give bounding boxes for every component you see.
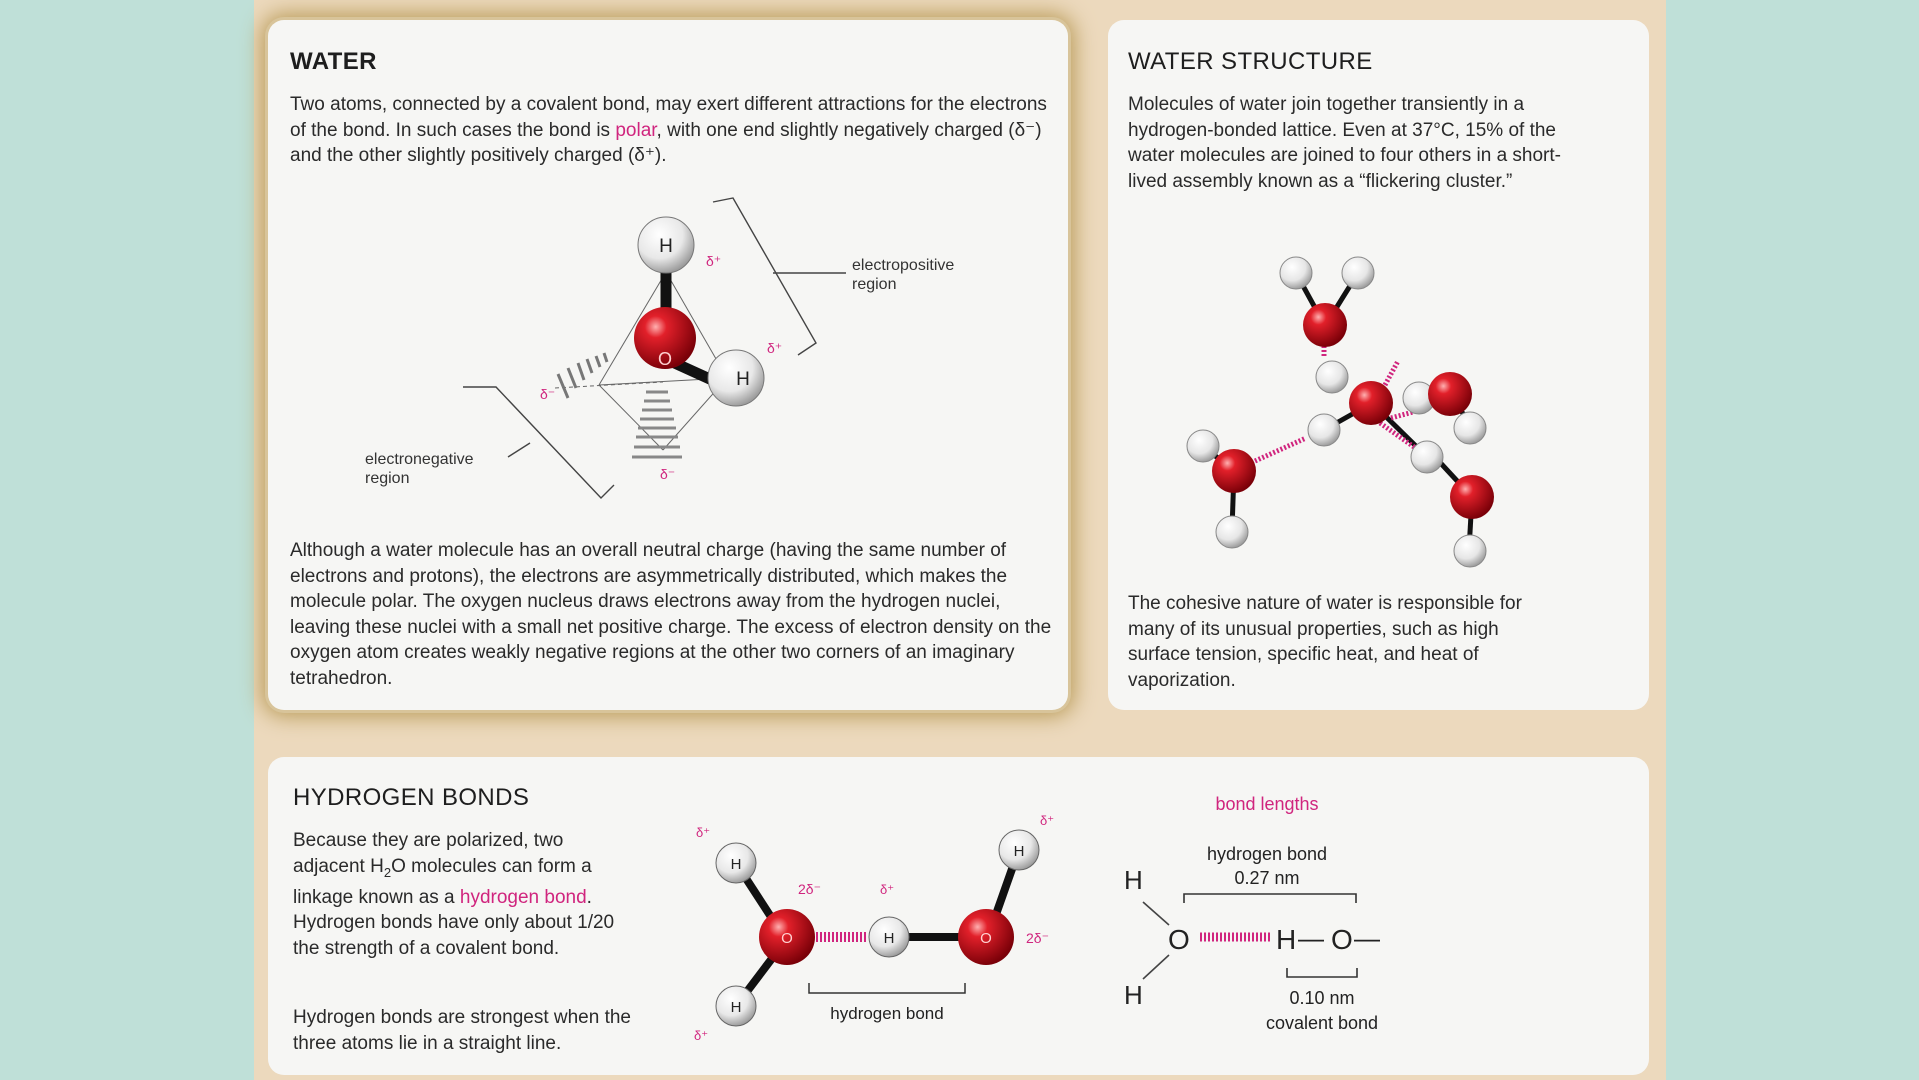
hbond-h-label-1: H <box>731 856 742 873</box>
polar-link[interactable]: polar <box>615 119 657 141</box>
atom-h-top-label: H <box>659 236 673 257</box>
bond-lengths-o-right: O <box>1331 924 1353 955</box>
water-structure-body: The cohesive nature of water is responsi… <box>1128 593 1522 691</box>
hydrogen-bond-link[interactable]: hydrogen bond <box>459 886 587 908</box>
bond-lengths-oh-bond-bottom <box>1142 954 1170 980</box>
hydrogen-bonds-para1: Because they are polarized, two adjacent… <box>293 828 638 961</box>
cluster-oxygen-atoms <box>1212 303 1494 519</box>
hbond-h-label-4: H <box>1014 843 1025 860</box>
bond-lengths-covalent-label: covalent bond <box>1266 1013 1378 1033</box>
hydrogen-bonds-para2: Hydrogen bonds are strongest when the th… <box>293 1007 631 1054</box>
lone-pair-left <box>556 352 609 399</box>
hydrogen-bond-diagram: H H H H O O δ⁺ δ⁺ δ⁺ δ⁺ 2δ⁻ 2δ⁻ hydrogen… <box>694 794 1380 1043</box>
hydrogen-atom-top <box>637 216 695 274</box>
water-title: WATER <box>290 48 377 75</box>
lone-pair-bottom <box>632 390 682 459</box>
hbond-h-middle <box>868 916 910 958</box>
electronegative-label: electronegative region <box>365 450 474 488</box>
hbond-delta-plus-2: δ⁺ <box>694 1028 708 1043</box>
oxygen-atom <box>634 307 696 369</box>
hbond-h-bottom-left <box>715 985 757 1027</box>
hbond-oxygen-right <box>958 909 1014 965</box>
bond-lengths-dash-2: — <box>1354 923 1380 953</box>
hydrogen-bonds-title: HYDROGEN BONDS <box>293 784 530 811</box>
atom-o-label: O <box>658 349 672 369</box>
water-molecule-diagram: H O H δ⁺ δ⁺ δ⁻ δ⁻ <box>463 197 846 500</box>
delta-minus-bottom: δ⁻ <box>660 466 675 482</box>
tetrahedron-lines <box>554 271 728 451</box>
hbond-2delta-minus-right: 2δ⁻ <box>1026 930 1049 946</box>
electronegative-label-line2: region <box>365 470 410 487</box>
bond-lengths-h-bottom: H <box>1124 980 1143 1010</box>
hbonds-para1-text-2: O molecules can form a linkage known as … <box>293 855 592 908</box>
water-structure-title: WATER STRUCTURE <box>1128 48 1373 75</box>
bond-lengths-heading: bond lengths <box>1215 794 1318 814</box>
water-body-text: Although a water molecule has an overall… <box>290 540 1052 689</box>
water-structure-intro: Molecules of water join together transie… <box>1128 94 1561 192</box>
hbond-h-label-3: H <box>884 930 895 947</box>
hbond-delta-plus-3: δ⁺ <box>880 882 894 897</box>
h2o-subscript: 2 <box>383 864 392 880</box>
bond-lengths-hbond-value: 0.27 nm <box>1234 868 1299 888</box>
cluster-hydrogen-atoms <box>1186 256 1487 568</box>
hbond-bracket-label: hydrogen bond <box>830 1004 943 1023</box>
water-intro-text-1: Two atoms, connected by a covalent bond,… <box>290 94 1047 141</box>
water-panel: WATER Two atoms, connected by a covalent… <box>268 20 1068 710</box>
hbond-delta-plus-4: δ⁺ <box>1040 813 1054 828</box>
bond-lengths-dash-1: — <box>1298 923 1324 953</box>
hbond-length-bracket <box>808 983 966 994</box>
water-structure-panel: WATER STRUCTURE Molecules of water join … <box>1108 20 1649 710</box>
hbond-h-top-left <box>715 842 757 884</box>
electropositive-label-line1: electropositive <box>852 257 955 274</box>
covalent-value-bracket <box>1286 968 1358 978</box>
flickering-cluster-diagram <box>1186 256 1494 568</box>
hbond-2delta-minus-left: 2δ⁻ <box>798 881 821 897</box>
hbond-h-label-2: H <box>731 999 742 1016</box>
bond-lengths-hbond-label: hydrogen bond <box>1207 844 1327 864</box>
hbond-o-label-2: O <box>980 930 992 947</box>
bond-lengths-o-left: O <box>1168 924 1190 955</box>
hbonds-para1-text-3: . Hydrogen bonds have only about 1/20 th… <box>293 886 615 959</box>
electronegative-label-line1: electronegative <box>365 451 474 468</box>
hydrogen-bonds-panel: HYDROGEN BONDS Because they are polarize… <box>268 757 1649 1075</box>
bond-lengths-h-top: H <box>1124 865 1143 895</box>
hydrogen-atom-right <box>707 349 765 407</box>
delta-plus-top: δ⁺ <box>706 253 721 269</box>
water-intro-text-2: , with one end slightly negatively charg… <box>290 119 1042 167</box>
hbond-h-top-right <box>998 829 1040 871</box>
electropositive-bracket <box>712 197 846 356</box>
electropositive-label: electropositive region <box>852 256 954 294</box>
hbond-o-label-1: O <box>781 930 793 947</box>
delta-plus-right: δ⁺ <box>767 340 782 356</box>
hbond-oxygen-left <box>759 909 815 965</box>
bond-lengths-covalent-value: 0.10 nm <box>1289 988 1354 1008</box>
atom-h-right-label: H <box>736 369 750 390</box>
bond-lengths-oh-bond-top <box>1142 901 1170 926</box>
water-intro: Two atoms, connected by a covalent bond,… <box>290 92 1055 169</box>
hbond-value-bracket <box>1183 893 1357 903</box>
bond-lengths-h-middle: H <box>1276 924 1296 955</box>
hbond-delta-plus-1: δ⁺ <box>696 825 710 840</box>
electropositive-label-line2: region <box>852 276 897 293</box>
hbonds-para1-text-1: Because they are polarized, two adjacent… <box>293 830 564 877</box>
electronegative-bracket <box>463 386 615 500</box>
delta-minus-left: δ⁻ <box>540 386 555 402</box>
